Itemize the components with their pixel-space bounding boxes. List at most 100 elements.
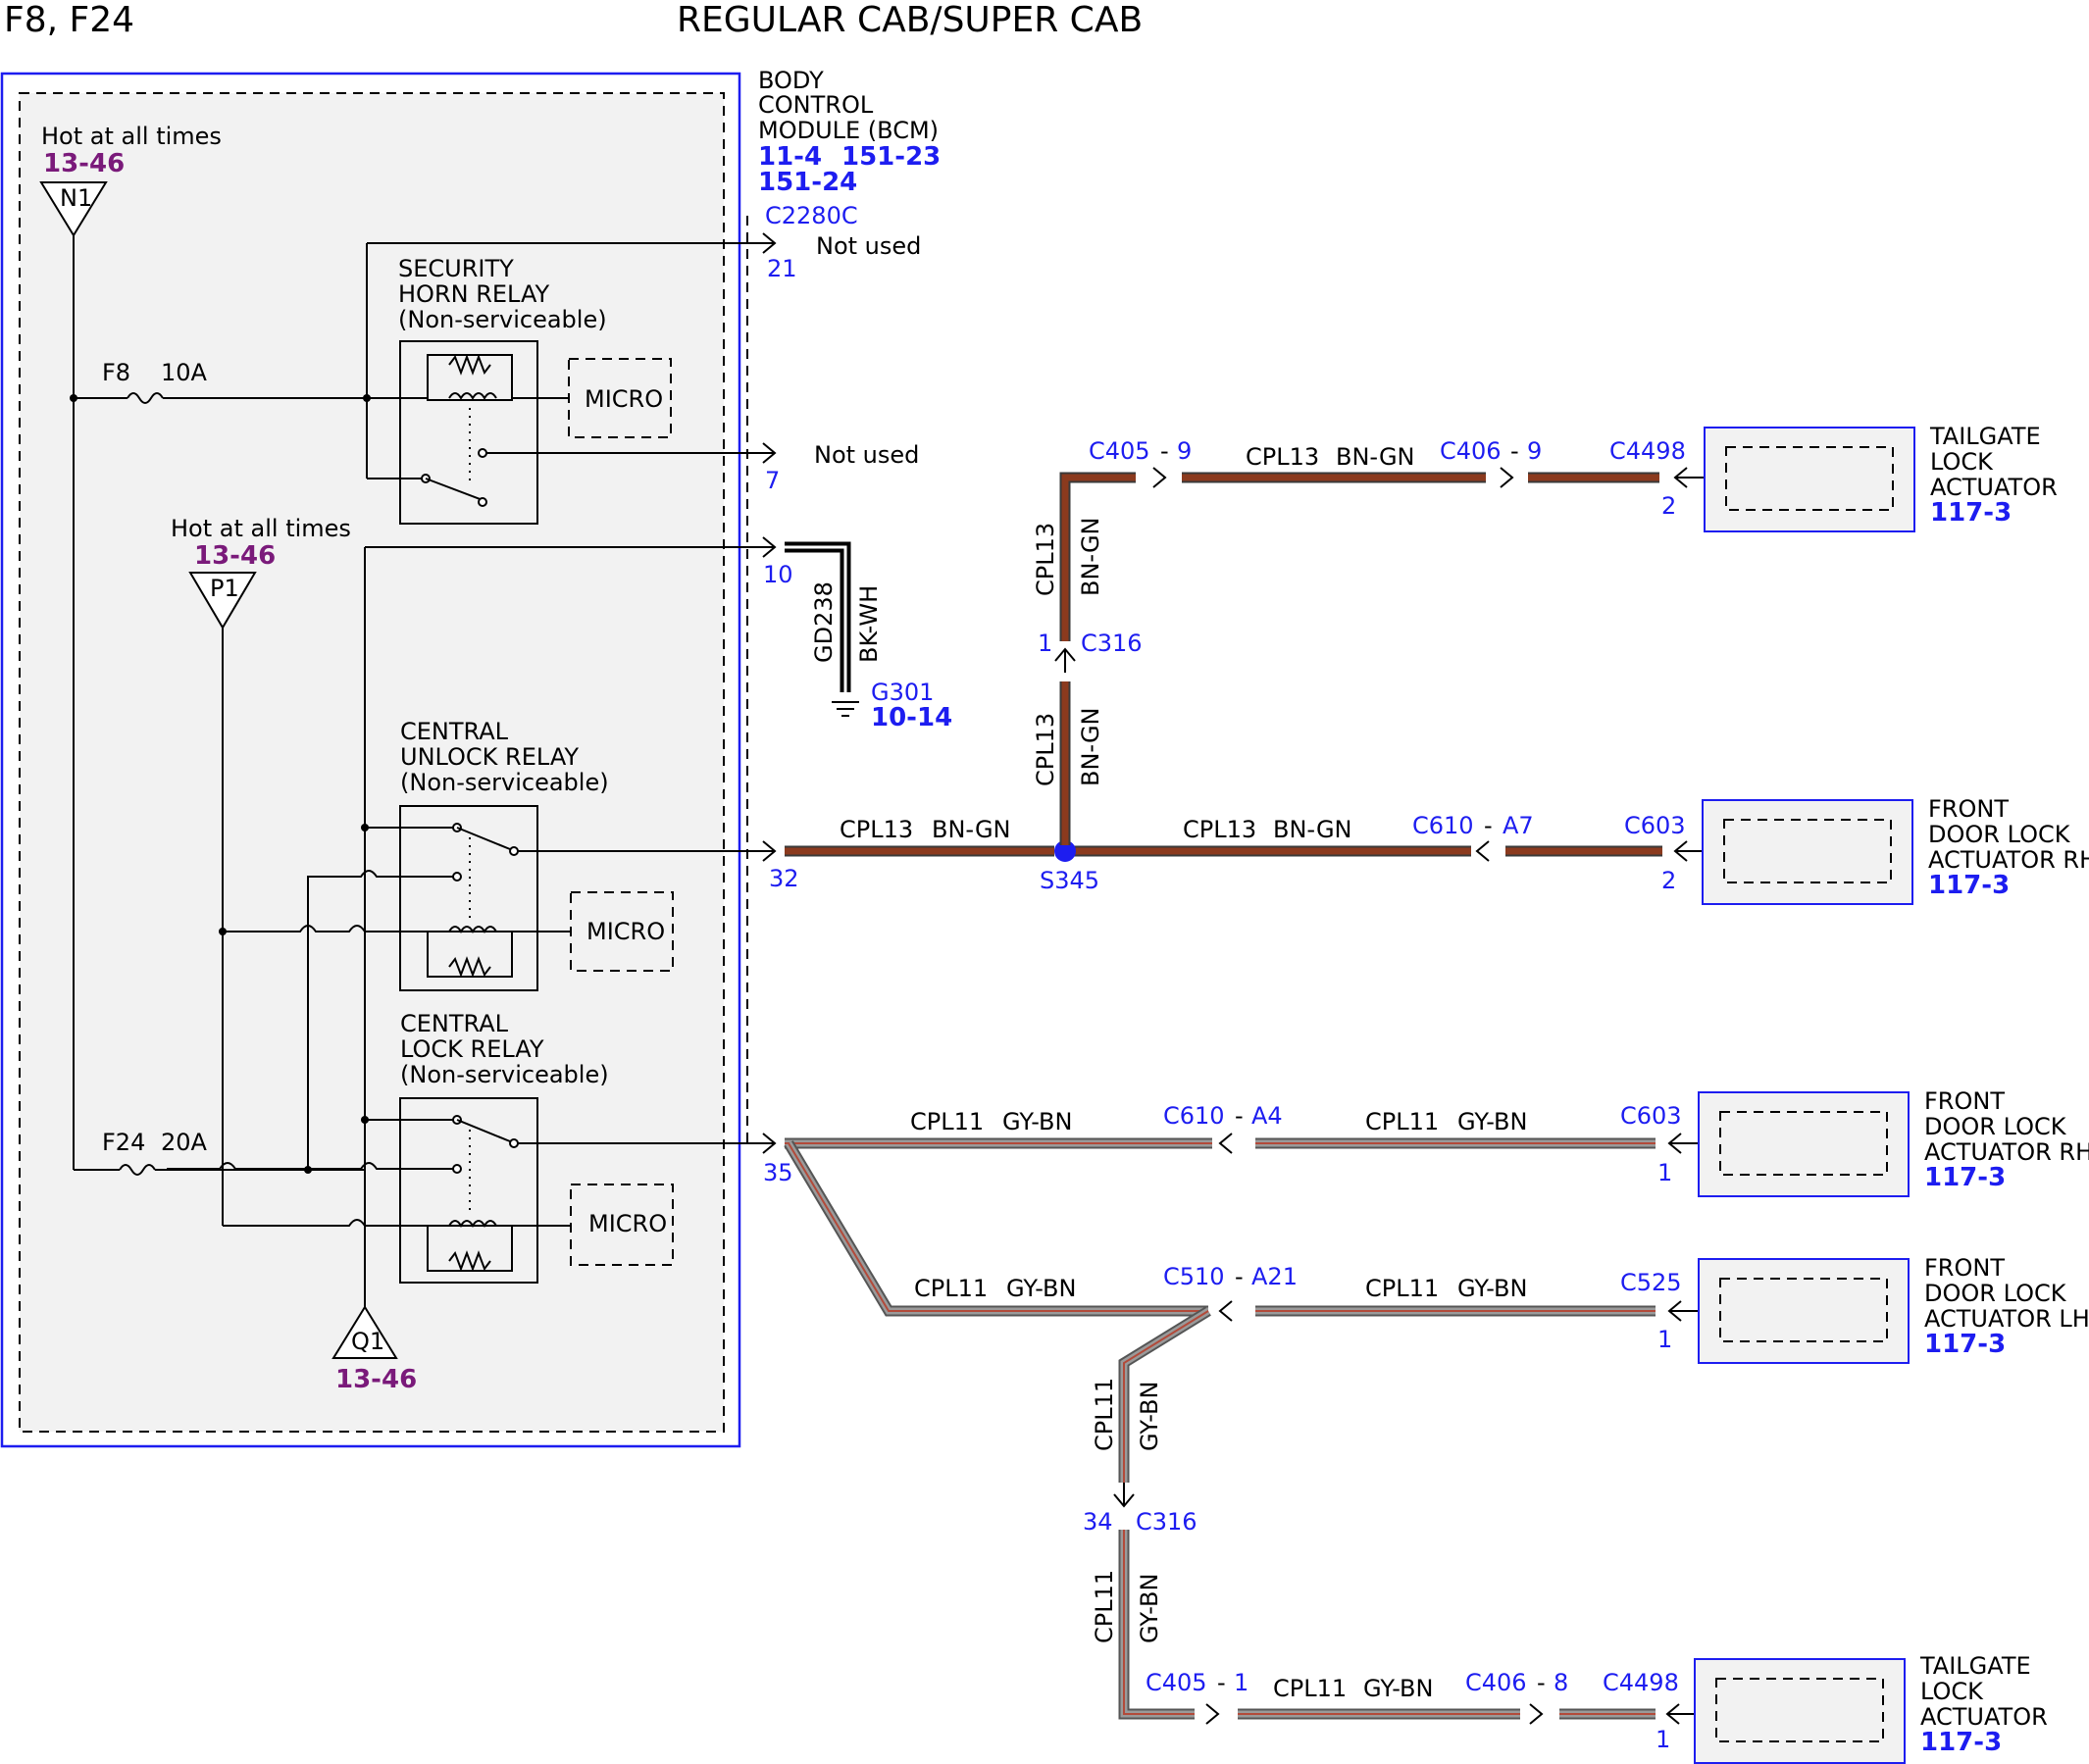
bcm-name-2: CONTROL <box>758 91 874 119</box>
tailgate-2-l1: TAILGATE <box>1919 1652 2031 1680</box>
f8-amp: 10A <box>161 359 208 386</box>
c405-dash-1: - <box>1160 437 1169 465</box>
security-micro-box <box>568 358 672 438</box>
f24-fuse-icon <box>119 1164 156 1176</box>
c510-a21: A21 <box>1251 1263 1298 1290</box>
front-lh-l2: DOOR LOCK <box>1924 1280 2067 1307</box>
front-rh-actuator-box-2[interactable] <box>1698 1091 1910 1197</box>
tailgate-actuator-box-1[interactable] <box>1704 427 1915 532</box>
unlock-resistor-icon <box>448 956 491 978</box>
lock-micro: MICRO <box>588 1210 667 1237</box>
c406-8: 8 <box>1554 1669 1568 1696</box>
unlock-relay-l1: CENTRAL <box>400 718 509 745</box>
pin-21: 21 <box>767 255 797 282</box>
s345-label: S345 <box>1040 867 1099 894</box>
c406-label-2: C406 <box>1465 1669 1527 1696</box>
cpl13-vert-1: CPL13 <box>1032 713 1059 786</box>
c603-label-2: C603 <box>1620 1102 1682 1130</box>
bcm-name-3: MODULE (BCM) <box>758 117 939 144</box>
front-rh-1-l2: DOOR LOCK <box>1928 821 2071 848</box>
q1-ref[interactable]: 13-46 <box>335 1365 417 1394</box>
tailgate-2-l2: LOCK <box>1920 1678 1984 1705</box>
gy-bn-vert-1: GY-BN <box>1136 1382 1163 1451</box>
c510-dash: - <box>1235 1263 1244 1290</box>
gy-bn-vert-2: GY-BN <box>1136 1574 1163 1643</box>
c316-label-1: C316 <box>1081 630 1143 657</box>
hot-label-p1: Hot at all times <box>171 515 351 542</box>
front-lh-l3: ACTUATOR LH <box>1924 1305 2089 1333</box>
g301-ref[interactable]: 10-14 <box>871 703 952 732</box>
unlock-coil-icon <box>448 926 497 933</box>
tailgate-1-l3: ACTUATOR <box>1930 474 2058 501</box>
p1-ref[interactable]: 13-46 <box>194 541 276 571</box>
cpl11-vert-2: CPL11 <box>1091 1570 1118 1643</box>
c610-dash-1: - <box>1484 812 1493 839</box>
cpl13-lbl-3: CPL13 <box>1246 443 1319 471</box>
n1-label: N1 <box>60 184 92 212</box>
unlock-relay-l3: (Non-serviceable) <box>400 769 609 796</box>
cpl11-lbl-1: CPL11 <box>910 1108 984 1135</box>
gy-bn-lbl-1: GY-BN <box>1002 1108 1072 1135</box>
gy-bn-wire-branch <box>784 1140 1208 1317</box>
front-rh-2-l3: ACTUATOR RH <box>1924 1138 2089 1166</box>
bcm-ref-1[interactable]: 11-4 <box>758 142 822 172</box>
front-lh-actuator-box[interactable] <box>1698 1258 1910 1364</box>
unlock-micro: MICRO <box>586 918 665 945</box>
c610-a7: A7 <box>1503 812 1534 839</box>
front-rh-1-l1: FRONT <box>1928 795 2009 823</box>
front-rh-1-l3: ACTUATOR RH <box>1928 846 2089 874</box>
pin-7: 7 <box>765 467 780 494</box>
not-used-21: Not used <box>816 232 921 260</box>
front-rh-2-l2: DOOR LOCK <box>1924 1113 2067 1140</box>
cpl13-vert-2: CPL13 <box>1032 523 1059 596</box>
tailgate-1-l2: LOCK <box>1930 448 1994 476</box>
p1-power-icon <box>188 572 257 630</box>
unlock-relay-box <box>399 805 538 991</box>
c4498-label-1: C4498 <box>1609 437 1686 465</box>
pin-1-rh: 1 <box>1657 1159 1672 1186</box>
s345-splice <box>1054 840 1076 862</box>
tailgate-1-ref[interactable]: 117-3 <box>1930 498 2012 528</box>
security-coil-icon <box>448 392 497 400</box>
front-rh-actuator-box-1[interactable] <box>1702 799 1913 905</box>
bn-gn-vert-2: BN-GN <box>1077 517 1104 596</box>
front-rh-2-ref[interactable]: 117-3 <box>1924 1163 2006 1192</box>
g301-label: G301 <box>871 679 934 706</box>
c406-dash-2: - <box>1537 1669 1546 1696</box>
lock-relay-l1: CENTRAL <box>400 1010 509 1037</box>
security-relay-l3: (Non-serviceable) <box>398 306 607 333</box>
bcm-name-1: BODY <box>758 67 824 94</box>
unlock-relay-l2: UNLOCK RELAY <box>400 743 579 771</box>
tailgate-2-ref[interactable]: 117-3 <box>1920 1728 2002 1757</box>
bcm-ref-2[interactable]: 151-23 <box>841 142 941 172</box>
bcm-ref-3[interactable]: 151-24 <box>758 168 857 197</box>
lock-relay-box <box>399 1097 538 1284</box>
c610-label-2: C610 <box>1163 1102 1225 1130</box>
pin-1-tailgate: 1 <box>1656 1726 1670 1753</box>
tailgate-actuator-box-2[interactable] <box>1694 1658 1906 1764</box>
c510-label: C510 <box>1163 1263 1225 1290</box>
lock-coil-icon <box>448 1220 497 1228</box>
header-fuses: F8, F24 <box>4 0 134 40</box>
front-rh-1-ref[interactable]: 117-3 <box>1928 871 2010 900</box>
c405-label-2: C405 <box>1146 1669 1207 1696</box>
unlock-micro-box <box>570 891 674 972</box>
pin-2-rh: 2 <box>1661 867 1676 894</box>
f8-fuse-icon <box>127 392 164 404</box>
security-relay-l2: HORN RELAY <box>398 280 550 308</box>
q1-power-icon <box>331 1305 398 1359</box>
bcm-connector: C2280C <box>765 202 858 229</box>
pin-10: 10 <box>763 561 793 588</box>
bn-gn-lbl-3: BN-GN <box>1336 443 1415 471</box>
front-lh-ref[interactable]: 117-3 <box>1924 1330 2006 1359</box>
front-rh-2-l1: FRONT <box>1924 1087 2005 1115</box>
c610-dash-2: - <box>1235 1102 1244 1130</box>
n1-ref[interactable]: 13-46 <box>43 149 125 178</box>
lock-relay-l2: LOCK RELAY <box>400 1035 544 1063</box>
c525-label: C525 <box>1620 1269 1682 1296</box>
cpl11-lbl-2: CPL11 <box>1365 1108 1439 1135</box>
c406-9: 9 <box>1527 437 1542 465</box>
gy-bn-lbl-4: GY-BN <box>1457 1275 1527 1302</box>
cpl11-vert-1: CPL11 <box>1091 1378 1118 1451</box>
